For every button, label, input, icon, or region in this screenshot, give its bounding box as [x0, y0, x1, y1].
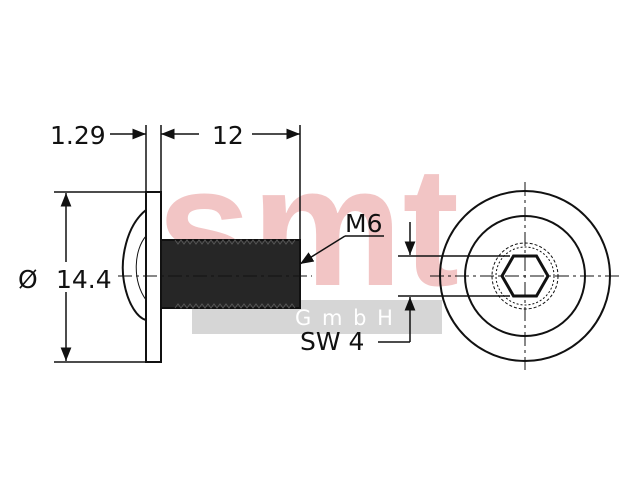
dim-label-head-diameter: 14.4	[56, 265, 112, 294]
watermark-subtitle: G m b H	[295, 306, 395, 330]
screw-flange	[145, 191, 162, 363]
diameter-dimension	[54, 191, 146, 363]
screw-head-dome	[121, 209, 147, 321]
thread-leader	[299, 235, 346, 265]
dim-label-flange-thickness: 1.29	[50, 121, 106, 150]
hex-size-label: SW 4	[300, 327, 364, 356]
thread-callout	[299, 235, 384, 265]
screw-shaft	[160, 239, 301, 309]
hex-dimension	[378, 222, 510, 343]
diameter-symbol: Ø	[18, 265, 38, 294]
screw-end-view	[430, 182, 620, 370]
screw-head-dome-inner	[135, 235, 147, 301]
screw-side-view	[118, 191, 312, 363]
thread-crests-top	[174, 239, 296, 245]
thread-crests-bottom	[174, 303, 296, 309]
thread-circle-inner	[495, 246, 555, 306]
top-dimensions	[110, 125, 301, 240]
dim-label-shaft-length: 12	[212, 121, 244, 150]
thread-label: M6	[345, 209, 382, 238]
